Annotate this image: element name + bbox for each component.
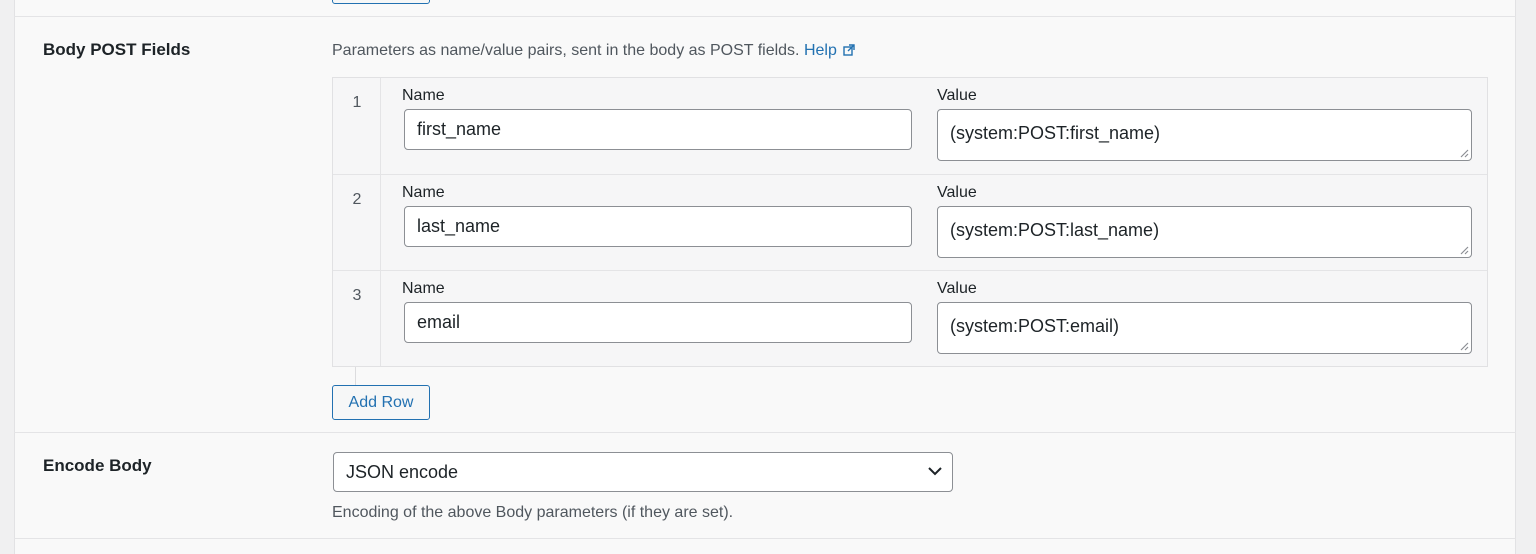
value-label: Value [937,280,977,297]
divider [14,432,1516,433]
value-textarea[interactable]: (system:POST:last_name) [937,206,1472,258]
encode-body-description: Encoding of the above Body parameters (i… [332,504,734,521]
resize-handle-icon[interactable] [1459,245,1469,255]
name-label: Name [402,184,445,201]
help-link[interactable]: Help [804,42,855,59]
divider [14,16,1516,17]
chevron-down-icon [928,467,942,476]
row-index: 1 [352,94,362,111]
name-input[interactable]: email [404,302,912,343]
external-link-icon [843,44,855,56]
name-label: Name [402,280,445,297]
table-row: 1 Name first_name Value (system:POST:fir… [333,78,1487,174]
connector-line [355,367,356,386]
value-textarea[interactable]: (system:POST:first_name) [937,109,1472,161]
name-input[interactable]: last_name [404,206,912,247]
body-post-fields-description: Parameters as name/value pairs, sent in … [332,42,855,60]
previous-add-row-button[interactable] [332,0,430,4]
table-row: 2 Name last_name Value (system:POST:last… [333,174,1487,270]
divider [14,538,1516,539]
encode-body-select[interactable]: JSON encode [333,452,953,492]
table-row: 3 Name email Value (system:POST:email) [333,270,1487,366]
name-input[interactable]: first_name [404,109,912,150]
row-index: 2 [352,191,362,208]
resize-handle-icon[interactable] [1459,341,1469,351]
name-label: Name [402,87,445,104]
row-index: 3 [352,287,362,304]
body-post-fields-label: Body POST Fields [43,40,191,59]
resize-handle-icon[interactable] [1459,148,1469,158]
value-label: Value [937,184,977,201]
selected-value: JSON encode [346,462,459,482]
encode-body-label: Encode Body [43,456,152,475]
value-textarea[interactable]: (system:POST:email) [937,302,1472,354]
value-label: Value [937,87,977,104]
post-fields-table: 1 Name first_name Value (system:POST:fir… [332,77,1488,367]
add-row-button[interactable]: Add Row [332,385,430,420]
description-text: Parameters as name/value pairs, sent in … [332,42,800,59]
